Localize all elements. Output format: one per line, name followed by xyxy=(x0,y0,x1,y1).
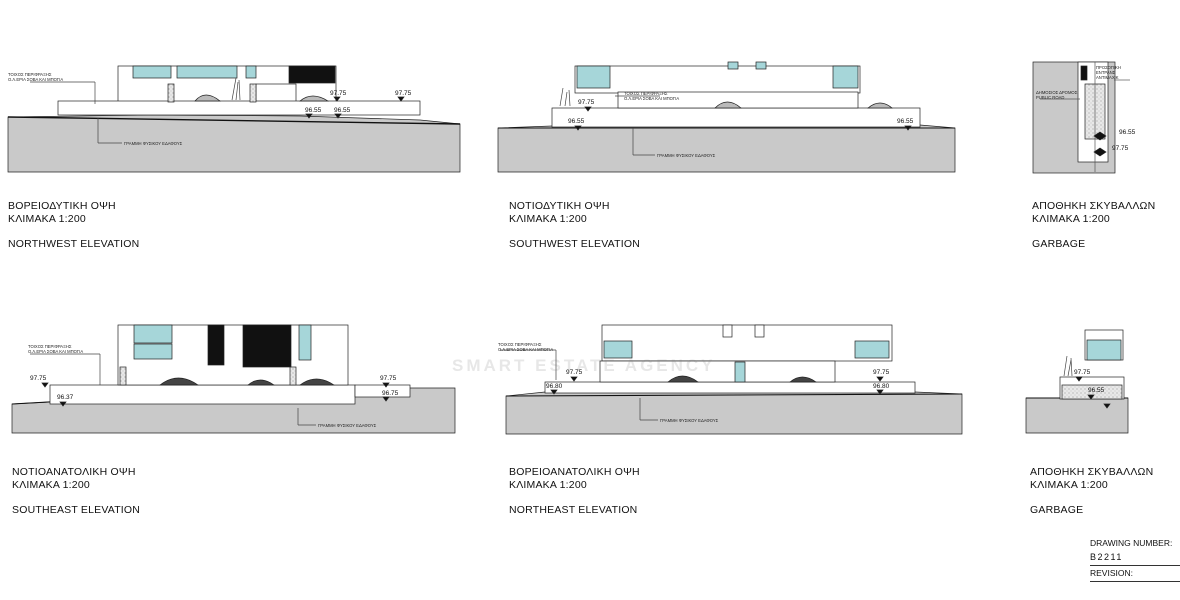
se-title-en: SOUTHEAST ELEVATION xyxy=(12,504,141,516)
garbage-elevation xyxy=(1025,329,1129,434)
revision-label: REVISION: xyxy=(1090,568,1180,582)
sw-scale: ΚΛΙΜΑΚΑ 1:200 xyxy=(509,213,587,225)
garbage1-title-gr: ΑΠΟΘΗΚΗ ΣΚΥΒΑΛΛΩΝ xyxy=(1032,200,1156,212)
sw-title-gr: ΝΟΤΙΟΔΥΤΙΚΗ ΟΨΗ xyxy=(509,200,610,212)
watermark: SMART ESTATE AGENCY xyxy=(452,356,716,375)
sw-level-1: 97.75 xyxy=(578,99,595,106)
nw-caption: ΒΟΡΕΙΟΔΥΤΙΚΗ ΟΨΗ ΚΛΙΜΑΚΑ 1:200 NORTHWEST… xyxy=(8,200,139,251)
ne-title-gr: ΒΟΡΕΙΟΑΝΑΤΟΛΙΚΗ ΟΨΗ xyxy=(509,466,640,478)
ne-level-2: 96.80 xyxy=(546,383,563,390)
northwest-elevation xyxy=(7,65,461,173)
sw-ground-note: ΓΡΑΜΜΗ ΦΥΣΙΚΟΥ ΕΔΑΦΟΥΣ xyxy=(657,153,716,158)
ne-caption: ΒΟΡΕΙΟΑΝΑΤΟΛΙΚΗ ΟΨΗ ΚΛΙΜΑΚΑ 1:200 NORTHE… xyxy=(509,466,640,517)
garbage1-level-2: 97.75 xyxy=(1112,145,1129,152)
nw-level-1: 97.75 xyxy=(330,90,347,97)
nw-ground-note: ΓΡΑΜΜΗ ΦΥΣΙΚΟΥ ΕΔΑΦΟΥΣ xyxy=(124,141,183,146)
title-block: DRAWING NUMBER: B2211 REVISION: xyxy=(1090,538,1180,582)
garbage2-caption: ΑΠΟΘΗΚΗ ΣΚΥΒΑΛΛΩΝ ΚΛΙΜΑΚΑ 1:200 GARBAGE xyxy=(1030,466,1153,517)
garbage1-scale: ΚΛΙΜΑΚΑ 1:200 xyxy=(1032,213,1110,225)
se-title-gr: ΝΟΤΙΟΑΝΑΤΟΛΙΚΗ ΟΨΗ xyxy=(12,466,136,478)
sw-title-en: SOUTHWEST ELEVATION xyxy=(509,238,640,250)
sw-level-3: 96.55 xyxy=(897,118,914,125)
sw-caption: ΝΟΤΙΟΔΥΤΙΚΗ ΟΨΗ ΚΛΙΜΑΚΑ 1:200 SOUTHWEST … xyxy=(509,200,640,251)
southeast-elevation xyxy=(11,324,456,434)
se-level-3: 97.75 xyxy=(380,375,397,382)
garbage2-level-2: 96.55 xyxy=(1088,387,1105,394)
southwest-elevation xyxy=(497,61,956,173)
drawing-number-label: DRAWING NUMBER: xyxy=(1090,538,1173,548)
se-caption: ΝΟΤΙΟΑΝΑΤΟΛΙΚΗ ΟΨΗ ΚΛΙΜΑΚΑ 1:200 SOUTHEA… xyxy=(12,466,140,517)
se-ground-note: ΓΡΑΜΜΗ ΦΥΣΙΚΟΥ ΕΔΑΦΟΥΣ xyxy=(318,423,377,428)
nw-level-4: 97.75 xyxy=(395,90,412,97)
ne-level-4: 96.80 xyxy=(873,383,890,390)
se-scale: ΚΛΙΜΑΚΑ 1:200 xyxy=(12,479,90,491)
nw-title-en: NORTHWEST ELEVATION xyxy=(8,238,140,250)
drawing-number: B2211 xyxy=(1090,552,1180,566)
se-level-4: 96.75 xyxy=(382,390,399,397)
nw-scale: ΚΛΙΜΑΚΑ 1:200 xyxy=(8,213,86,225)
ne-title-en: NORTHEAST ELEVATION xyxy=(509,504,638,516)
nw-title-gr: ΒΟΡΕΙΟΔΥΤΙΚΗ ΟΨΗ xyxy=(8,200,116,212)
nw-level-3: 96.55 xyxy=(334,107,351,114)
ne-ground-note: ΓΡΑΜΜΗ ΦΥΣΙΚΟΥ ΕΔΑΦΟΥΣ xyxy=(660,418,719,423)
garbage2-scale: ΚΛΙΜΑΚΑ 1:200 xyxy=(1030,479,1108,491)
garbage1-caption: ΑΠΟΘΗΚΗ ΣΚΥΒΑΛΛΩΝ ΚΛΙΜΑΚΑ 1:200 GARBAGE xyxy=(1032,200,1155,251)
ne-scale: ΚΛΙΜΑΚΑ 1:200 xyxy=(509,479,587,491)
garbage2-level-1: 97.75 xyxy=(1074,369,1091,376)
ne-level-3: 97.75 xyxy=(873,369,890,376)
se-level-2: 96.37 xyxy=(57,394,74,401)
ne-level-1: 97.75 xyxy=(566,369,583,376)
se-level-1: 97.75 xyxy=(30,375,47,382)
garbage2-title-gr: ΑΠΟΘΗΚΗ ΣΚΥΒΑΛΛΩΝ xyxy=(1030,466,1154,478)
northeast-elevation xyxy=(500,324,963,435)
garbage2-title-en: GARBAGE xyxy=(1030,504,1084,516)
garbage-plan xyxy=(1032,61,1130,174)
garbage1-title-en: GARBAGE xyxy=(1032,238,1086,250)
nw-level-2: 96.55 xyxy=(305,107,322,114)
sw-level-2: 96.55 xyxy=(568,118,585,125)
garbage1-level-1: 96.55 xyxy=(1119,129,1136,136)
